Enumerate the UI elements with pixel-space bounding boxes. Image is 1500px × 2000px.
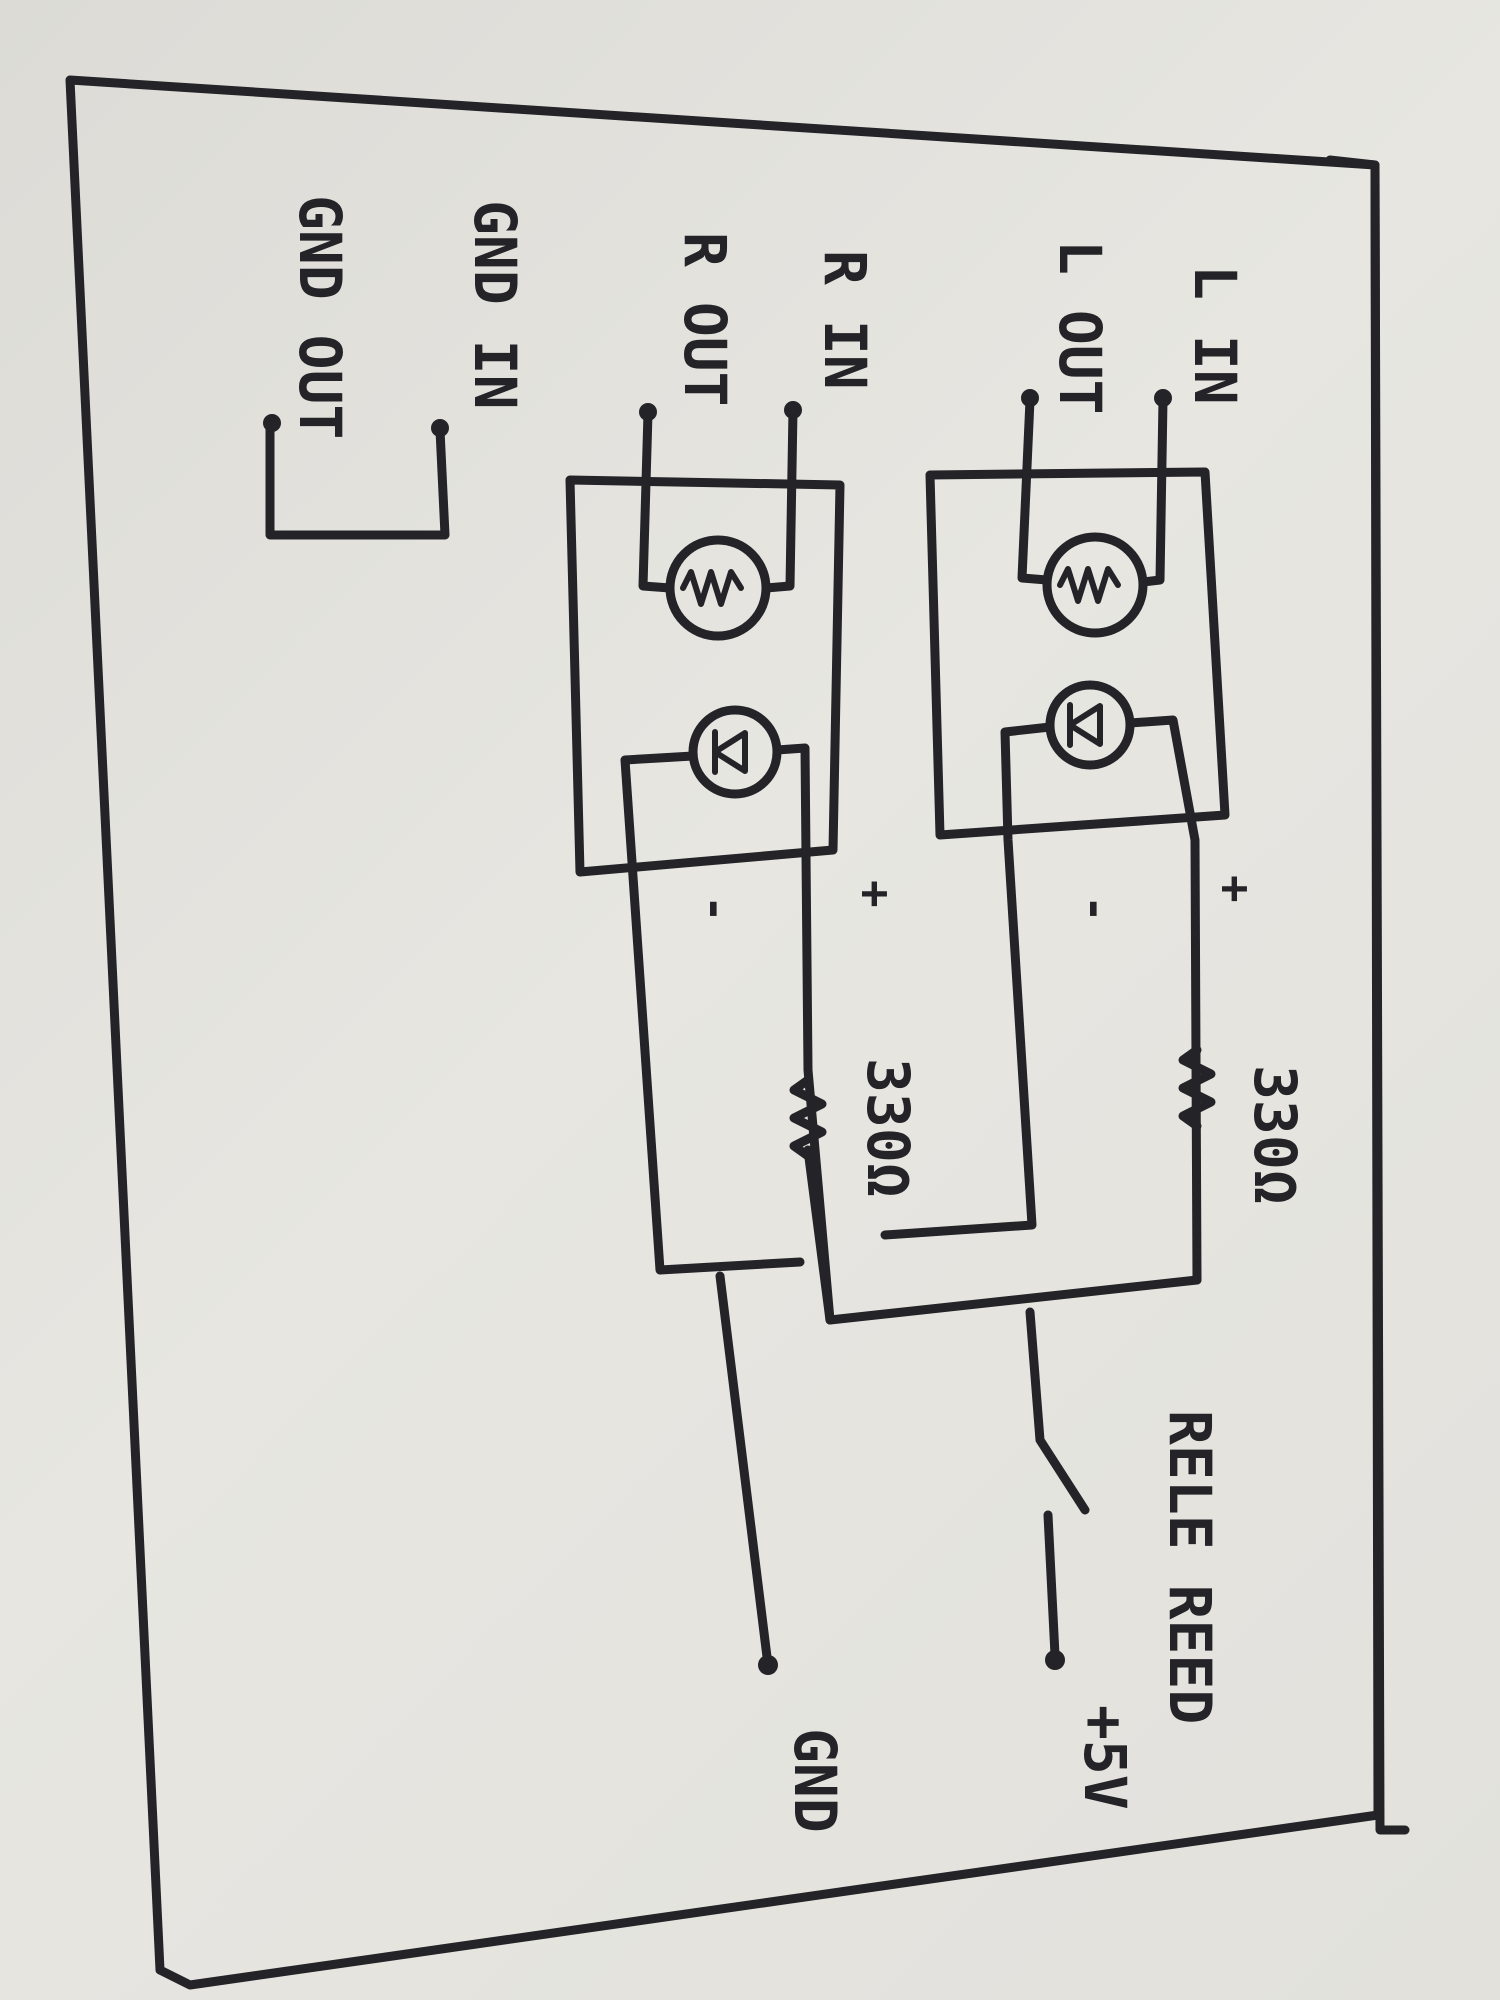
optocoupler-r [565,405,845,1325]
label-plus-bottom: + [849,880,903,908]
terminal-l-in[interactable] [1154,389,1172,407]
led-r-icon [688,705,782,799]
border-corner-tick [1325,155,1410,1835]
label-r-in: R IN [811,250,879,390]
optocoupler-r-box [565,475,845,877]
label-resistor-top: 330Ω [1241,1065,1309,1205]
label-gnd-in: GND IN [461,200,529,410]
label-gnd-out: GND OUT [286,195,354,439]
bus-gnd [715,1271,773,1670]
terminal-gnd[interactable] [758,1655,778,1675]
led-l-icon [1045,680,1135,770]
label-l-out: L OUT [1046,240,1114,415]
label-resistor-bottom: 330Ω [854,1058,922,1198]
terminal-r-out[interactable] [639,403,657,421]
optocoupler-l-box [925,467,1230,840]
label-l-in: L IN [1181,265,1249,405]
terminal-gnd-in[interactable] [431,419,449,437]
terminal-gnd-out[interactable] [263,414,281,432]
terminal-l-out[interactable] [1021,389,1039,407]
terminal-r-in[interactable] [784,401,802,419]
terminal-plus5v[interactable] [1045,1650,1065,1670]
gnd-bridge [265,420,450,540]
label-gnd: GND [781,1728,849,1833]
label-minus-top: - [1069,895,1123,923]
label-relay: RELE REED [1156,1410,1224,1724]
bus-plus5v [803,1145,1202,1515]
label-plus5v: +5V [1071,1705,1139,1810]
label-r-out: R OUT [671,232,739,407]
relay-reed-switch [1043,1510,1060,1660]
label-plus-top: + [1209,875,1263,903]
resistor-top-icon [1178,1045,1216,1131]
resistor-bottom-icon [789,1075,827,1161]
sheet-border [65,75,1383,1990]
label-minus-bottom: - [689,895,743,923]
optocoupler-l [880,395,1230,1285]
